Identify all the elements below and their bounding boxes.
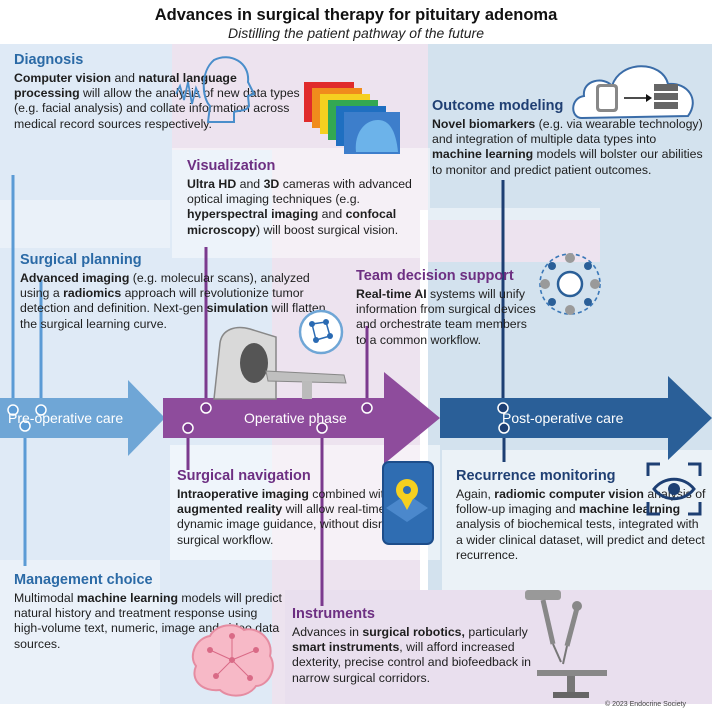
pre-operative-label: Pre-operative care xyxy=(8,410,124,426)
operative-arrow xyxy=(163,372,440,464)
team-decision-title: Team decision support xyxy=(356,268,514,284)
brain-network-icon xyxy=(191,624,274,697)
visualization-text: Ultra HD and 3D cameras with advanced op… xyxy=(187,177,412,237)
diagnosis-section: Diagnosis Computer vision and natural la… xyxy=(14,52,304,132)
instruments-text: Advances in surgical robotics, particula… xyxy=(292,625,532,685)
spectral-layers-icon xyxy=(304,82,400,154)
operative-label: Operative phase xyxy=(244,410,347,426)
face-speech-icon xyxy=(175,56,256,123)
tablet-location-icon xyxy=(382,461,434,545)
team-network-icon xyxy=(539,253,601,315)
diagnosis-title: Diagnosis xyxy=(14,52,84,68)
outcome-modeling-text: Novel biomarkers (e.g. via wearable tech… xyxy=(432,117,703,177)
surgical-navigation-text: Intraoperative imaging combined with aug… xyxy=(177,487,416,547)
network-node-icon xyxy=(298,309,344,355)
outcome-modeling-section: Outcome modeling Novel biomarkers (e.g. … xyxy=(432,98,704,178)
management-choice-title: Management choice xyxy=(14,572,153,588)
mri-scanner-icon xyxy=(213,326,347,400)
team-decision-text: Real-time AI systems will unify informat… xyxy=(356,287,536,347)
post-operative-label: Post-operative care xyxy=(502,410,624,426)
surgical-navigation-title: Surgical navigation xyxy=(177,468,311,484)
smartwatch-cloud-icon xyxy=(572,65,694,120)
recurrence-monitoring-section: Recurrence monitoring Again, radiomic co… xyxy=(456,468,706,563)
eye-scan-icon xyxy=(646,462,702,516)
visualization-section: Visualization Ultra HD and 3D cameras wi… xyxy=(187,158,427,238)
copyright: © 2023 Endocrine Society xyxy=(605,701,687,708)
diagnosis-text: Computer vision and natural language pro… xyxy=(14,71,300,131)
post-operative-arrow xyxy=(440,376,712,460)
surgical-planning-title: Surgical planning xyxy=(20,252,142,268)
outcome-modeling-title: Outcome modeling xyxy=(432,98,564,114)
recurrence-monitoring-text: Again, radiomic computer vision analysis… xyxy=(456,487,706,562)
pre-operative-arrow xyxy=(0,380,165,456)
team-decision-section: Team decision support Real-time AI syste… xyxy=(356,268,536,348)
recurrence-monitoring-title: Recurrence monitoring xyxy=(456,468,616,484)
surgical-planning-section: Surgical planning Advanced imaging (e.g.… xyxy=(20,252,340,332)
surgical-navigation-section: Surgical navigation Intraoperative imagi… xyxy=(177,468,447,548)
page-subtitle: Distilling the patient pathway of the fu… xyxy=(227,25,485,41)
instruments-title: Instruments xyxy=(292,606,375,622)
instruments-section: Instruments Advances in surgical robotic… xyxy=(292,606,532,686)
surgical-robot-icon xyxy=(525,590,607,698)
visualization-title: Visualization xyxy=(187,158,276,174)
page-title: Advances in surgical therapy for pituita… xyxy=(154,6,558,24)
